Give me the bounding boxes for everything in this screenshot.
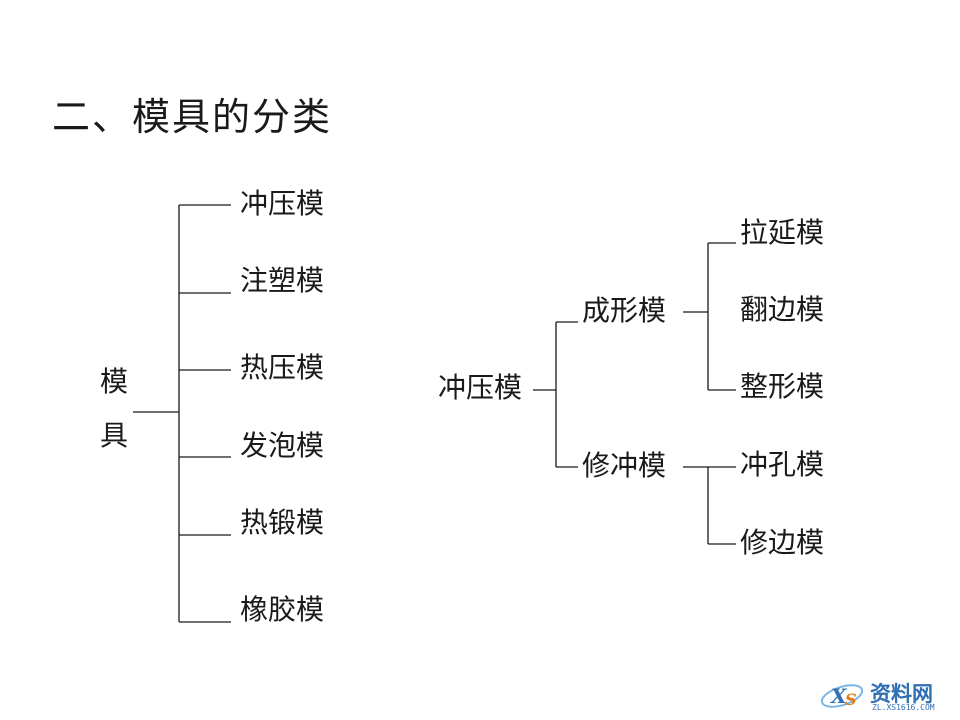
leaf-node-flanging: 翻边模 [740, 293, 825, 326]
svg-text:S: S [845, 690, 857, 709]
watermark-text: 资料网 [870, 682, 933, 706]
left-node-5: 热锻模 [240, 506, 325, 539]
group-node-trimming: 修冲模 [582, 449, 667, 482]
svg-text:X: X [829, 684, 848, 708]
watermark-url: ZL.XS1616.COM [872, 703, 935, 712]
group-node-forming: 成形模 [582, 294, 667, 327]
left-node-3: 热压模 [240, 351, 325, 384]
left-node-6: 橡胶模 [240, 593, 325, 626]
right-root-node: 冲压模 [438, 371, 523, 404]
watermark: X S 资料网 ZL.XS1616.COM [818, 676, 958, 716]
left-node-2: 注塑模 [240, 264, 325, 297]
left-node-4: 发泡模 [240, 429, 325, 462]
leaf-node-piercing: 冲孔模 [740, 448, 825, 481]
leaf-node-trimming: 修边模 [740, 526, 825, 559]
slide-title: 二、模具的分类 [52, 95, 333, 139]
left-root-char-2: 具 [100, 419, 129, 452]
left-node-1: 冲压模 [240, 187, 325, 220]
leaf-node-drawing: 拉延模 [740, 216, 825, 249]
left-root-char-1: 模 [100, 365, 129, 398]
xs-logo-icon: X S [820, 684, 864, 709]
leaf-node-restriking: 整形模 [740, 370, 825, 403]
